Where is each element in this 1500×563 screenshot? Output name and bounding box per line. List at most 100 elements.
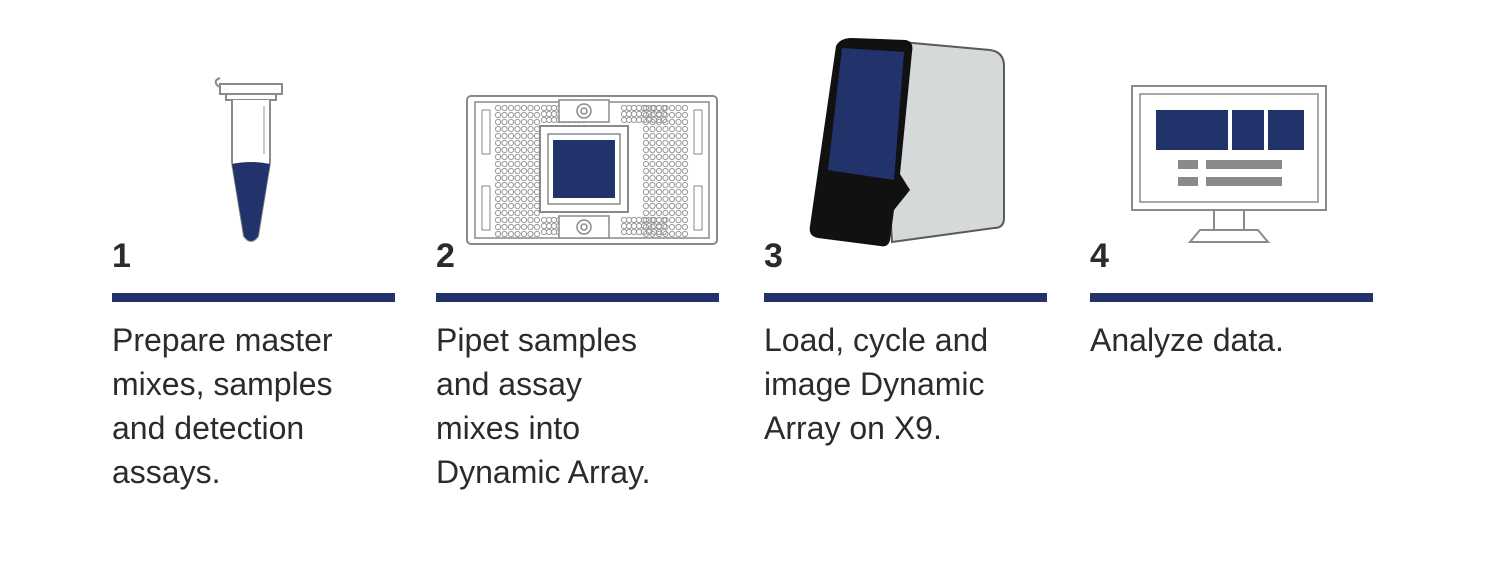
step-3: 3 Load, cycle and image Dynamic Array on… bbox=[764, 0, 1054, 563]
chip-well bbox=[514, 174, 521, 182]
chip-well bbox=[655, 230, 663, 238]
chip-well bbox=[494, 146, 502, 154]
chip-well bbox=[494, 223, 502, 231]
chip-well bbox=[527, 167, 534, 175]
step-1: 1 Prepare master mixes, samples and dete… bbox=[112, 0, 402, 563]
chip-well bbox=[514, 230, 521, 238]
chip-well bbox=[675, 195, 682, 203]
chip-well bbox=[507, 118, 515, 126]
chip-well bbox=[649, 174, 656, 182]
chip-well bbox=[527, 181, 534, 189]
chip-well bbox=[675, 104, 682, 112]
chip-well bbox=[520, 188, 528, 196]
chip-well bbox=[675, 188, 682, 196]
chip-well bbox=[501, 223, 508, 231]
chip-well bbox=[520, 202, 528, 210]
chip-well bbox=[668, 216, 676, 224]
chip-well bbox=[520, 167, 528, 175]
chip-well bbox=[662, 132, 669, 140]
chip-well bbox=[514, 146, 521, 154]
chip-well bbox=[501, 209, 508, 217]
chip-well bbox=[514, 202, 521, 210]
chip-well bbox=[533, 111, 541, 119]
chip-well bbox=[681, 216, 689, 224]
chip-well bbox=[620, 222, 628, 230]
chip-well bbox=[494, 195, 502, 203]
chip-well bbox=[507, 160, 515, 168]
chip-well bbox=[655, 153, 663, 161]
chip-well bbox=[514, 195, 521, 203]
chip-well bbox=[507, 174, 515, 182]
chip-well bbox=[507, 181, 515, 189]
chip-well bbox=[514, 111, 521, 119]
chip-well bbox=[662, 174, 669, 182]
step-number: 2 bbox=[436, 237, 455, 275]
chip-well bbox=[668, 174, 676, 182]
chip-well bbox=[494, 216, 502, 224]
chip-well bbox=[655, 139, 663, 147]
chip-well bbox=[668, 153, 676, 161]
chip-well bbox=[681, 146, 689, 154]
monitor-icon bbox=[1131, 85, 1327, 243]
chip-well bbox=[681, 118, 689, 126]
chip-well bbox=[620, 228, 628, 236]
chip-well bbox=[494, 202, 502, 210]
chip-well bbox=[514, 188, 521, 196]
chip-well bbox=[494, 118, 502, 126]
chip-well bbox=[520, 174, 528, 182]
chip-well bbox=[642, 174, 650, 182]
chip-well bbox=[655, 167, 663, 175]
chip-well bbox=[649, 167, 656, 175]
chip-well bbox=[501, 139, 508, 147]
chip-well bbox=[681, 188, 689, 196]
chip-well bbox=[501, 202, 508, 210]
chip-well bbox=[662, 160, 669, 168]
chip-well bbox=[527, 202, 534, 210]
desc-line: mixes, samples bbox=[112, 366, 333, 402]
chip-well bbox=[620, 116, 628, 124]
chip-well bbox=[527, 104, 534, 112]
chip-well bbox=[642, 160, 650, 168]
chip-well bbox=[533, 230, 541, 238]
chip-well bbox=[507, 223, 515, 231]
chip-well bbox=[649, 202, 656, 210]
chip-well bbox=[527, 216, 534, 224]
chip-well bbox=[514, 160, 521, 168]
microtube-icon bbox=[214, 77, 283, 242]
desc-line: Array on X9. bbox=[764, 410, 942, 446]
step-number: 3 bbox=[764, 237, 783, 275]
chip-well bbox=[527, 174, 534, 182]
chip-well bbox=[520, 118, 528, 126]
chip-well bbox=[494, 188, 502, 196]
chip-well bbox=[681, 195, 689, 203]
chip-well bbox=[507, 111, 515, 119]
chip-well bbox=[681, 104, 689, 112]
chip-well bbox=[520, 209, 528, 217]
chip-well bbox=[501, 181, 508, 189]
chip-well bbox=[520, 104, 528, 112]
chip-well bbox=[514, 153, 521, 161]
chip-well bbox=[668, 139, 676, 147]
chip-well bbox=[668, 181, 676, 189]
chip-well bbox=[655, 118, 663, 126]
chip-well bbox=[642, 167, 650, 175]
chip-well bbox=[620, 110, 628, 118]
chip-well bbox=[649, 132, 656, 140]
chip-well bbox=[520, 139, 528, 147]
chip-well bbox=[681, 111, 689, 119]
step-description: Prepare master mixes, samples and detect… bbox=[112, 318, 402, 494]
chip-well bbox=[527, 132, 534, 140]
chip-well bbox=[655, 146, 663, 154]
chip-well bbox=[507, 139, 515, 147]
chip-well bbox=[655, 202, 663, 210]
chip-well bbox=[494, 209, 502, 217]
chip-well bbox=[520, 146, 528, 154]
desc-line: Load, cycle and bbox=[764, 322, 989, 358]
desc-line: Dynamic Array. bbox=[436, 454, 651, 490]
step-2: 2 Pipet samples and assay mixes into Dyn… bbox=[436, 0, 726, 563]
chip-well bbox=[507, 216, 515, 224]
chip-well bbox=[501, 174, 508, 182]
chip-well bbox=[649, 188, 656, 196]
chip-well bbox=[514, 104, 521, 112]
chip-well bbox=[527, 111, 534, 119]
